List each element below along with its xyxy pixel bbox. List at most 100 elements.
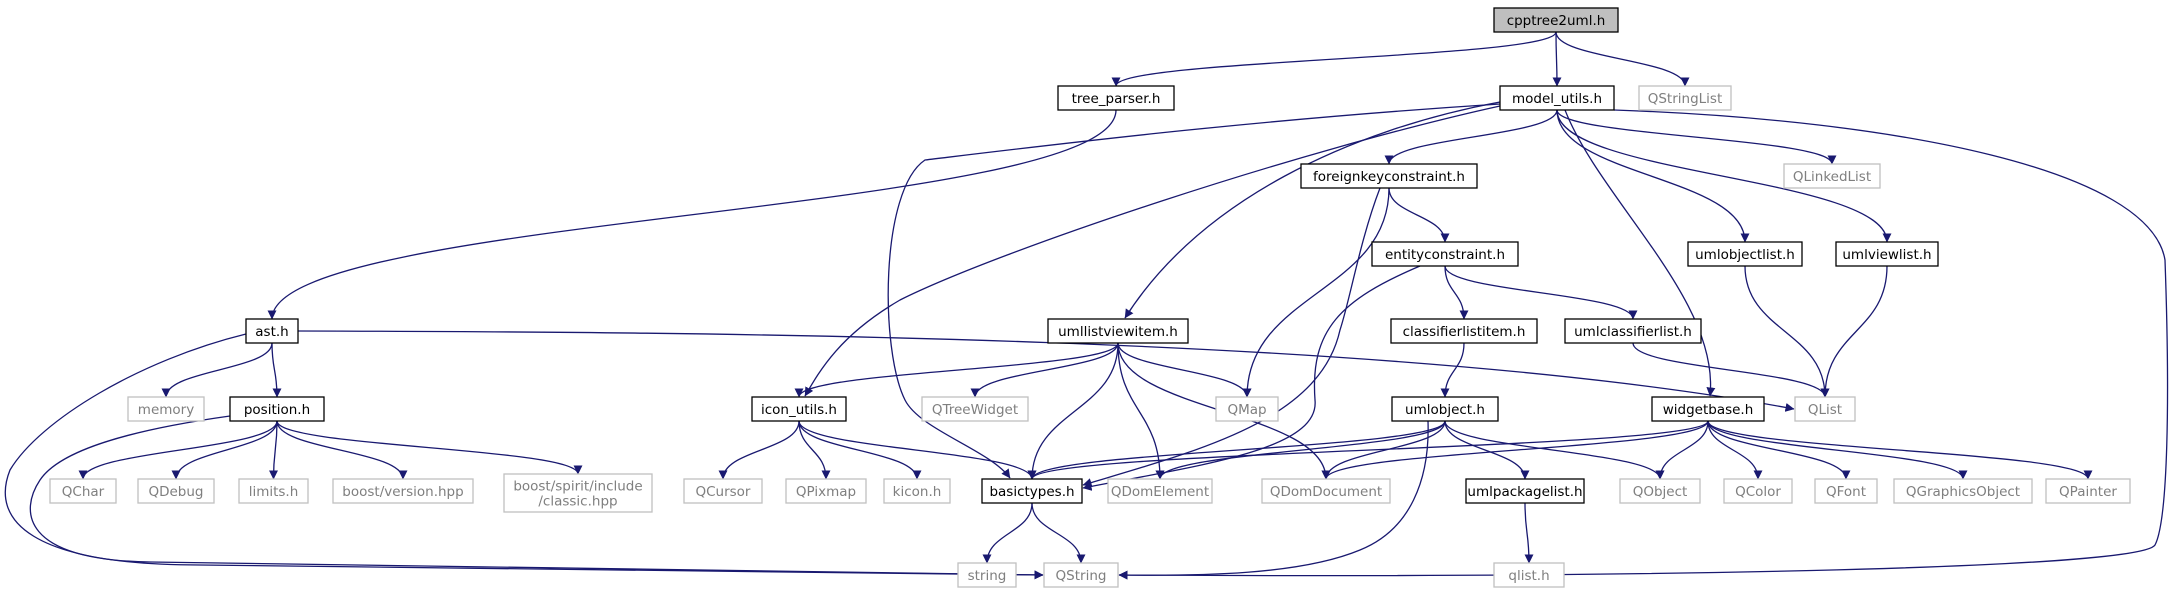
node-boost_classic: boost/spirit/include/classic.hpp (503, 473, 653, 513)
node-box (1300, 163, 1478, 189)
node-box (1215, 396, 1279, 422)
node-label: QColor (1735, 484, 1781, 500)
edge-cpptree2uml-to-model_utils (1552, 31, 1562, 87)
node-label: QDebug (148, 484, 203, 500)
edge-widgetbase-to-QObject (1655, 420, 1709, 480)
node-label: ast.h (255, 324, 288, 340)
node-label: limits.h (249, 484, 299, 500)
edge-tree_parser-to-ast (267, 109, 1117, 320)
node-label: QDomElement (1111, 484, 1209, 500)
edge-widgetbase-to-QGraphicsObject (1707, 420, 1968, 480)
node-label: string (968, 568, 1007, 584)
node-box (49, 478, 117, 504)
node-umlclassifierlist[interactable]: umlclassifierlist.h (1564, 318, 1702, 344)
node-label: QString (1056, 568, 1107, 584)
node-label: basictypes.h (989, 484, 1074, 500)
edge-umllistviewitem-to-basictypes (1027, 342, 1119, 480)
edge-icon_utils-to-QCursor (718, 420, 800, 480)
node-label: QStringList (1648, 91, 1723, 107)
node-box (683, 478, 763, 504)
node-position[interactable]: position.h (229, 396, 325, 422)
node-memory: memory (127, 396, 205, 422)
node-label: /classic.hpp (538, 494, 617, 510)
node-label: umlobject.h (1405, 402, 1485, 418)
edge-umlobject-to-QObject (1444, 420, 1665, 480)
node-cpptree2uml[interactable]: cpptree2uml.h (1493, 7, 1619, 33)
node-QMap: QMap (1215, 396, 1279, 422)
node-basictypes[interactable]: basictypes.h (981, 478, 1083, 504)
node-box (1619, 478, 1701, 504)
node-label: entityconstraint.h (1385, 247, 1505, 263)
node-QColor: QColor (1723, 478, 1793, 504)
node-label: umllistviewitem.h (1058, 324, 1178, 340)
node-box (751, 396, 847, 422)
node-label: kicon.h (893, 484, 942, 500)
node-tree_parser[interactable]: tree_parser.h (1057, 85, 1175, 111)
node-label: QList (1808, 402, 1842, 418)
node-umlobject[interactable]: umlobject.h (1391, 396, 1499, 422)
node-QDomDocument: QDomDocument (1261, 478, 1391, 504)
node-QString: QString (1043, 562, 1119, 588)
node-label: QTreeWidget (932, 402, 1018, 418)
edge-foreignkeyconstraint-to-QMap (1242, 187, 1390, 398)
node-icon_utils[interactable]: icon_utils.h (751, 396, 847, 422)
edge-umllistviewitem-to-QTreeWidget (970, 342, 1119, 398)
edge-ast-to-memory (161, 342, 273, 398)
node-model_utils[interactable]: model_utils.h (1499, 85, 1615, 111)
edge-widgetbase-to-basictypes (1027, 420, 1709, 480)
node-QPixmap: QPixmap (785, 478, 867, 504)
node-foreignkeyconstraint[interactable]: foreignkeyconstraint.h (1300, 163, 1478, 189)
node-label: QGraphicsObject (1906, 484, 2020, 500)
node-box (1835, 241, 1939, 267)
node-box (981, 478, 1083, 504)
node-label: umlviewlist.h (1842, 247, 1931, 263)
node-QChar: QChar (49, 478, 117, 504)
node-umllistviewitem[interactable]: umllistviewitem.h (1047, 318, 1189, 344)
node-box (1499, 85, 1615, 111)
node-box (1814, 478, 1878, 504)
node-widgetbase[interactable]: widgetbase.h (1651, 396, 1765, 422)
node-label: umlobjectlist.h (1695, 247, 1795, 263)
node-ast[interactable]: ast.h (245, 318, 299, 344)
node-box (503, 473, 653, 513)
node-label: QPainter (2059, 484, 2117, 500)
node-box (229, 396, 325, 422)
edge-umlobject-to-umlpackagelist (1444, 420, 1530, 480)
node-box (332, 478, 474, 504)
edge-cpptree2uml-to-tree_parser (1111, 31, 1557, 87)
node-umlpackagelist[interactable]: umlpackagelist.h (1465, 478, 1585, 504)
node-label: QPixmap (796, 484, 856, 500)
edge-position-to-QDebug (171, 420, 278, 480)
edge-umlpackagelist-to-qlist (1524, 502, 1534, 564)
node-box (1465, 478, 1585, 504)
node-box (1390, 318, 1538, 344)
edge-position-to-boost_version (276, 420, 408, 480)
node-label: boost/version.hpp (342, 484, 463, 500)
node-label: qlist.h (1508, 568, 1549, 584)
node-label: cpptree2uml.h (1507, 13, 1606, 29)
node-string: string (957, 562, 1017, 588)
edge-umllistviewitem-to-icon_utils (794, 342, 1119, 398)
node-QList: QList (1794, 396, 1856, 422)
node-box (127, 396, 205, 422)
node-box (1493, 562, 1565, 588)
node-QLinkedList: QLinkedList (1783, 163, 1881, 189)
node-label: QLinkedList (1793, 169, 1871, 185)
edge-umlviewlist-to-QList (1820, 265, 1888, 398)
node-box (785, 478, 867, 504)
edge-model_utils-to-QString (1118, 109, 2169, 580)
node-umlviewlist[interactable]: umlviewlist.h (1835, 241, 1939, 267)
edge-widgetbase-to-QPainter (1707, 420, 2093, 480)
edge-model_utils-to-umlviewlist (1556, 109, 1892, 243)
node-umlobjectlist[interactable]: umlobjectlist.h (1687, 241, 1803, 267)
node-entityconstraint[interactable]: entityconstraint.h (1371, 241, 1519, 267)
edge-ast-to-QString (4, 333, 1044, 580)
node-QPainter: QPainter (2045, 478, 2131, 504)
edge-entityconstraint-to-umlclassifierlist (1444, 265, 1638, 320)
edge-umlobject-to-QDomDocument (1321, 420, 1446, 480)
node-classifierlistitem[interactable]: classifierlistitem.h (1390, 318, 1538, 344)
edge-cpptree2uml-to-QStringList (1555, 31, 1690, 87)
edge-model_utils-to-widgetbase (1564, 109, 1716, 397)
node-box (1391, 396, 1499, 422)
